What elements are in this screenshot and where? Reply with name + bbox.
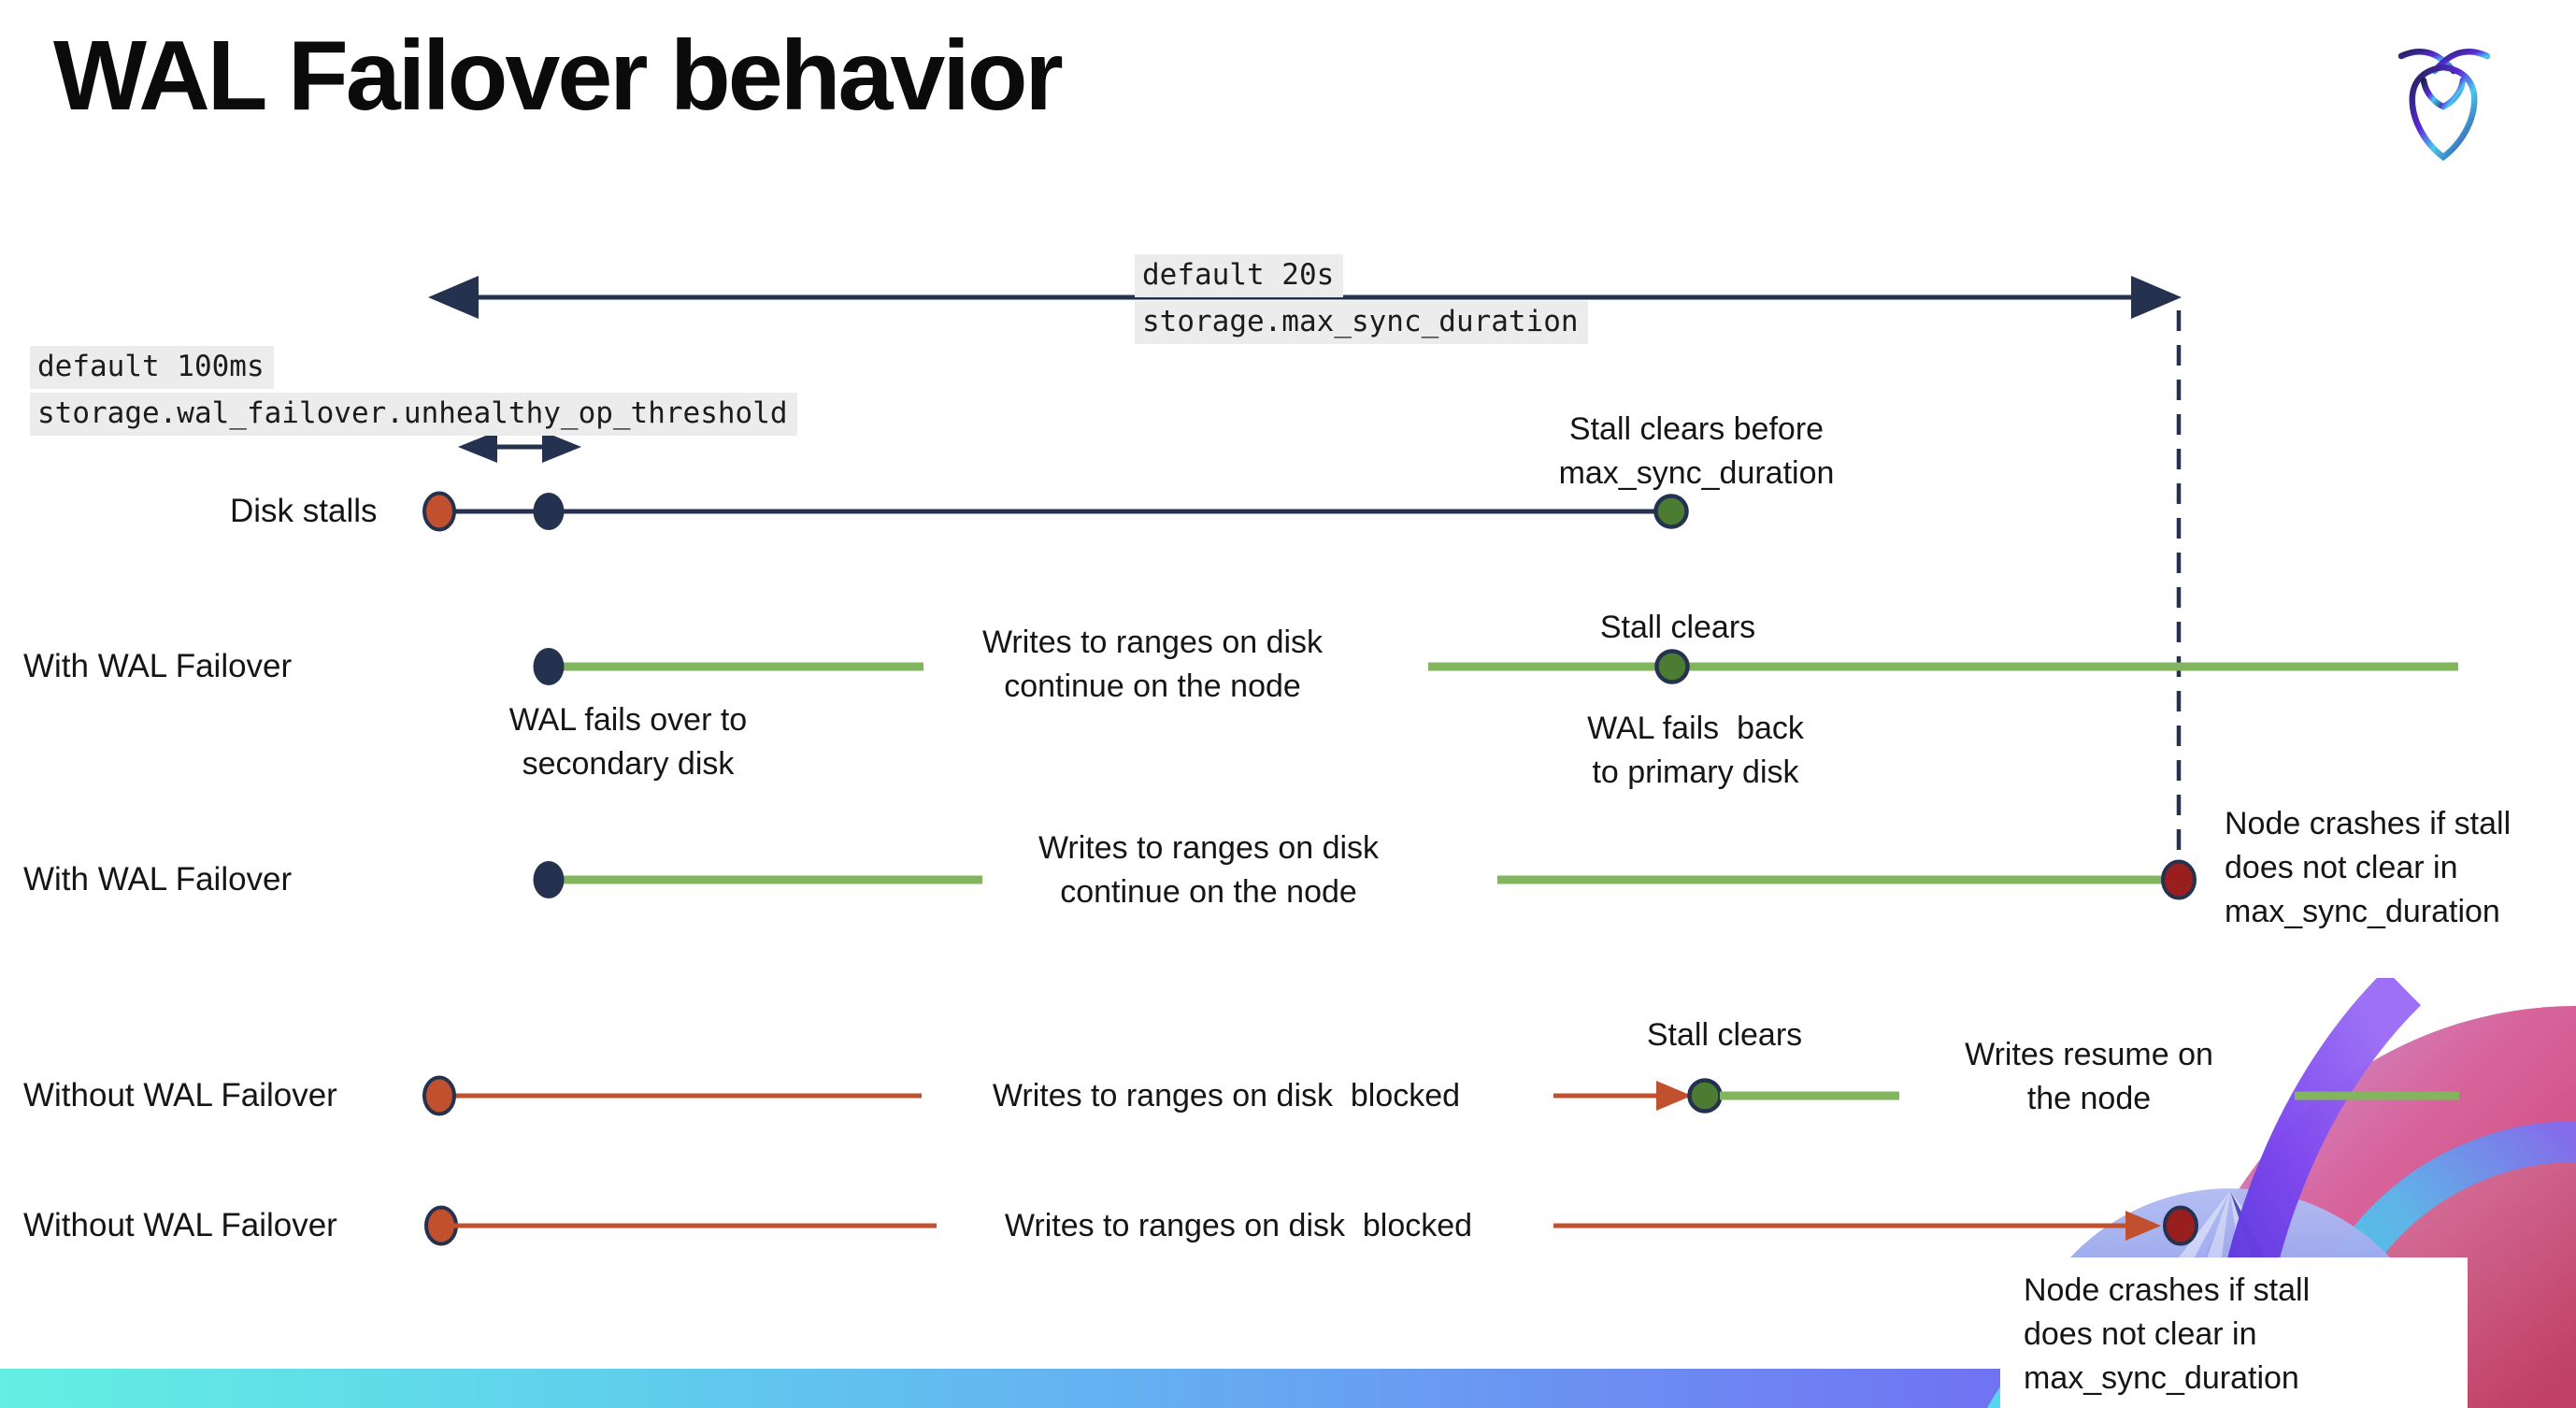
stall-clears-note: Stall clears: [1646, 1017, 1803, 1053]
writes-blocked-note: Writes to ranges on disk blocked: [992, 1078, 1461, 1113]
wal-failover-note: WAL fails over to secondary disk: [508, 702, 748, 782]
stall-clears-dot: [1687, 1078, 1723, 1113]
max-sync-default-label: default 20s: [1135, 254, 1344, 297]
crash-note-box: Node crashes if stall does not clear in …: [2000, 1257, 2468, 1408]
node-crash-dot: [2163, 1205, 2198, 1246]
row-label-disk-stalls: Disk stalls: [230, 493, 378, 529]
max-sync-duration-arrow: [428, 276, 2182, 319]
stall-start-dot: [422, 491, 456, 532]
blocked-arrowhead-icon: [1656, 1081, 1692, 1111]
row-label-with-wal-failover: With WAL Failover: [23, 648, 293, 684]
crash-note-with-failover: Node crashes if stall does not clear in …: [2225, 806, 2512, 929]
page-title: WAL Failover behavior: [53, 21, 1064, 131]
row-label-without-wal-failover: Without WAL Failover: [23, 1077, 337, 1113]
arrowhead-right-icon: [2131, 276, 2182, 319]
max-sync-setting-name: storage.max_sync_duration: [1135, 301, 1588, 344]
logo-branch-left: [2420, 77, 2447, 110]
failover-dot: [533, 861, 565, 898]
stall-start-dot: [422, 1075, 456, 1116]
max-sync-annotation: default 20s storage.max_sync_duration: [1135, 254, 1588, 348]
unhealthy-op-setting-name: storage.wal_failover.unhealthy_op_thresh…: [30, 393, 797, 436]
unhealthy-op-annotation: default 100ms storage.wal_failover.unhea…: [30, 346, 797, 439]
unhealthy-op-default-label: default 100ms: [30, 346, 274, 389]
logo-branch-right: [2440, 77, 2467, 110]
unhealthy-op-threshold-arrow: [458, 431, 581, 463]
stall-clears-dot: [1653, 494, 1689, 529]
stall-clears-note: Stall clears: [1599, 610, 1756, 645]
failover-threshold-dot: [533, 493, 565, 530]
logo-body: [2409, 64, 2478, 161]
writes-continue-note: Writes to ranges on disk continue on the…: [981, 625, 1324, 704]
cockroachdb-logo: [2398, 49, 2490, 161]
stall-clears-before-note: Stall clears before max_sync_duration: [1558, 411, 1835, 491]
writes-blocked-note: Writes to ranges on disk blocked: [1004, 1208, 1473, 1243]
wal-failback-note: WAL fails back to primary disk: [1587, 711, 1804, 790]
writes-resume-note: Writes resume on the node: [1965, 1037, 2213, 1116]
arrowhead-left-icon: [458, 431, 497, 463]
row-label-with-wal-failover: With WAL Failover: [23, 861, 293, 898]
row-label-without-wal-failover: Without WAL Failover: [23, 1207, 337, 1243]
blocked-arrowhead-icon: [2125, 1211, 2161, 1241]
crash-note-without-failover: Node crashes if stall does not clear in …: [2024, 1272, 2311, 1396]
failover-dot: [533, 648, 565, 685]
stall-clears-dot: [1654, 649, 1690, 684]
node-crash-dot: [2161, 859, 2197, 900]
arrowhead-right-icon: [542, 431, 581, 463]
arrowhead-left-icon: [428, 276, 479, 319]
writes-continue-note: Writes to ranges on disk continue on the…: [1038, 830, 1380, 910]
